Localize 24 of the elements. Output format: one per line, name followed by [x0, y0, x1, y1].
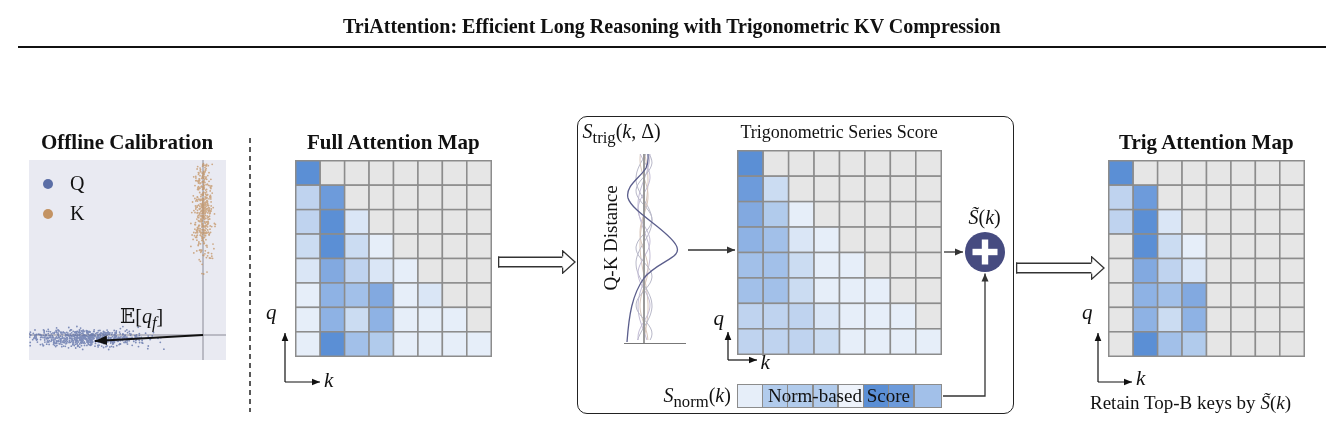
formula-label: S̃(k): [968, 205, 1001, 229]
axis-label: q: [713, 305, 724, 330]
arrow: [943, 248, 964, 256]
plus-circle-icon: [964, 231, 1005, 272]
formula-label: S$_{trig}$(k, Δ): [582, 119, 661, 147]
axis-label: k: [1136, 366, 1146, 391]
axis-label: q: [266, 300, 277, 325]
formula-label: S$_{norm}$(k): [663, 383, 731, 411]
diagram-title: TriAttention: Efficient Long Reasoning with Trigonometric KV Compression: [343, 15, 1001, 38]
vector-label: 𝔼[q$_{f}$]: [120, 305, 164, 333]
axis-label: k: [760, 349, 770, 374]
axis-label: k: [324, 368, 334, 393]
arrow: [942, 272, 989, 397]
panel-caption: Retain Top-B keys by S̃(k): [1090, 392, 1291, 414]
axis-title: Q-K Distance: [599, 184, 622, 290]
axis-label: q: [1082, 300, 1093, 325]
heatmap-title: Trigonometric Series Score: [740, 121, 938, 143]
arrow: [687, 246, 736, 254]
panel-title: Trig Attention Map: [1119, 130, 1294, 155]
score-bar: Norm-based Score: [736, 383, 942, 408]
panel-title: Offline Calibration: [41, 130, 214, 155]
legend-label: K: [70, 202, 85, 225]
panel-title: Full Attention Map: [307, 130, 480, 155]
legend-label: Q: [70, 172, 85, 195]
